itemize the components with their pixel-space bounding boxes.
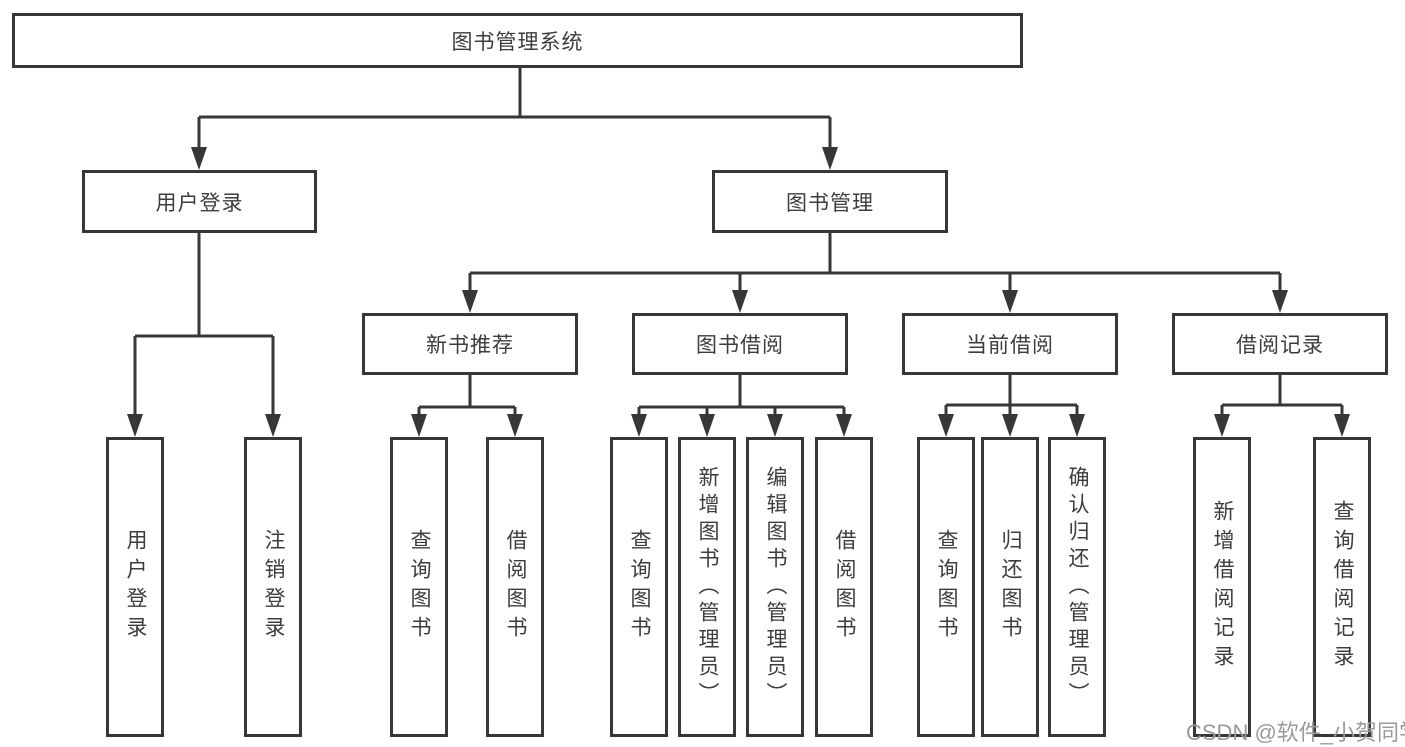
- arrowheads: [127, 147, 1350, 437]
- leaf-edit-books-admin: 编辑图书（管理员）: [746, 437, 804, 737]
- leaf-query-books-current: 查询图书: [917, 437, 975, 737]
- node-book-management-branch: 图书管理: [712, 170, 948, 233]
- node-borrowing-records: 借阅记录: [1172, 313, 1388, 375]
- node-new-book-recommend: 新书推荐: [362, 313, 578, 375]
- leaf-logout: 注销登录: [244, 437, 302, 737]
- node-book-borrowing: 图书借阅: [632, 313, 848, 375]
- node-current-borrowing: 当前借阅: [902, 313, 1118, 375]
- leaf-query-borrow-record: 查询借阅记录: [1313, 437, 1371, 737]
- node-user-login-branch: 用户登录: [82, 170, 317, 233]
- leaf-add-books-admin: 新增图书（管理员）: [678, 437, 736, 737]
- leaf-add-borrow-record: 新增借阅记录: [1193, 437, 1251, 737]
- leaf-confirm-return-admin: 确认归还（管理员）: [1048, 437, 1106, 737]
- leaf-borrow-books: 借阅图书: [815, 437, 873, 737]
- csdn-watermark: CSDN @软件_小贺同学: [1186, 720, 1405, 745]
- leaf-query-books-borrowing: 查询图书: [610, 437, 668, 737]
- leaf-query-books-recommend: 查询图书: [390, 437, 448, 737]
- node-root-system: 图书管理系统: [12, 13, 1023, 68]
- leaf-user-login: 用户登录: [106, 437, 164, 737]
- leaf-return-books: 归还图书: [981, 437, 1039, 737]
- leaf-borrow-books-recommend: 借阅图书: [486, 437, 544, 737]
